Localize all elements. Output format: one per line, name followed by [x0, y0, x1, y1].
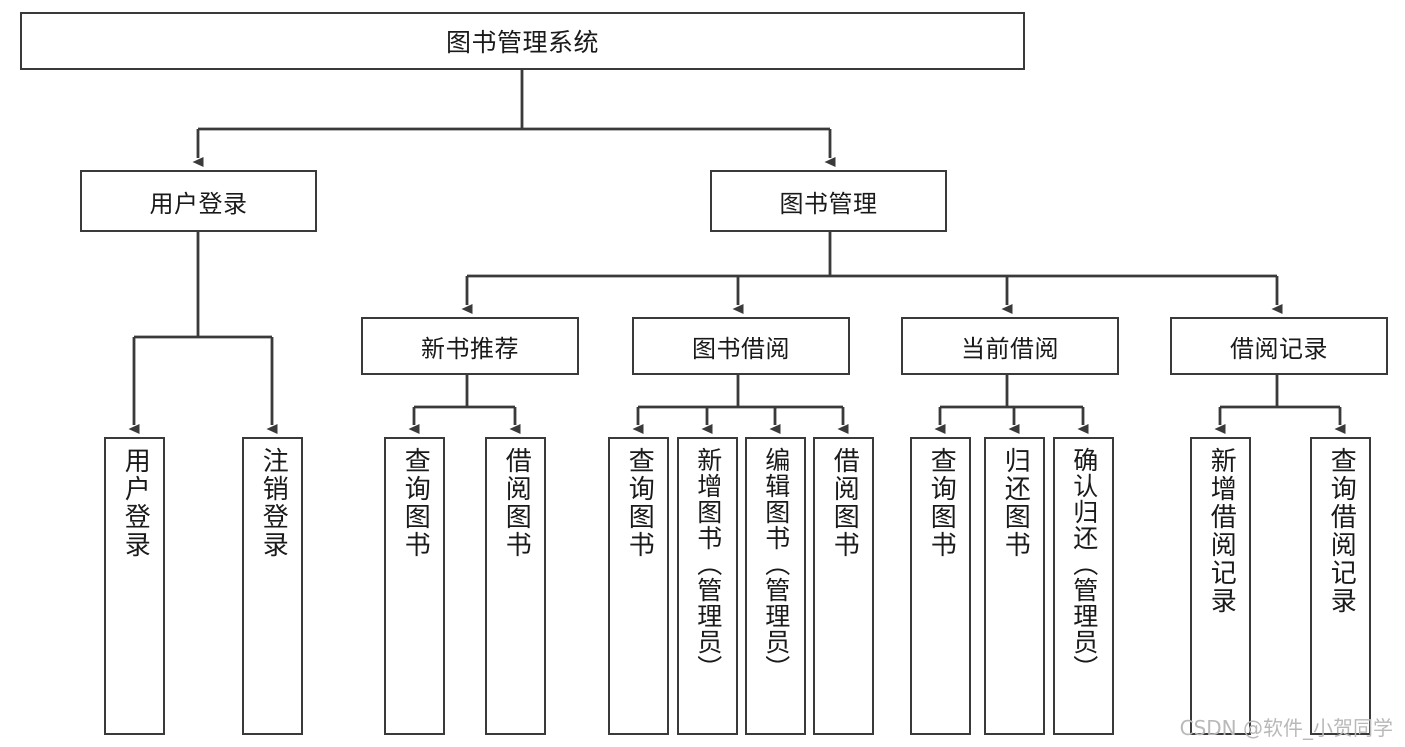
watermark: CSDN @软件_小贺同学 [1179, 716, 1393, 740]
node-current-borrow-label: 当前借阅 [961, 334, 1059, 363]
node-book-management[interactable]: 图书管理 [710, 170, 947, 232]
leaf-query-borrow-record[interactable]: 查询借阅记录 [1310, 437, 1371, 735]
leaf-edit-book-admin-label: 编辑图书（管理员） [761, 447, 791, 681]
node-borrow-record-label: 借阅记录 [1230, 334, 1328, 363]
leaf-borrow-book-recommend[interactable]: 借阅图书 [485, 437, 546, 735]
leaf-query-book-borrow-label: 查询图书 [624, 447, 655, 559]
leaf-borrow-book-recommend-label: 借阅图书 [501, 447, 532, 559]
leaf-add-borrow-record-label: 新增借阅记录 [1206, 447, 1237, 615]
leaf-user-login[interactable]: 用户登录 [104, 437, 165, 735]
node-current-borrow[interactable]: 当前借阅 [901, 317, 1119, 375]
leaf-edit-book-admin[interactable]: 编辑图书（管理员） [745, 437, 806, 735]
leaf-query-book-recommend[interactable]: 查询图书 [384, 437, 445, 735]
leaf-query-book-recommend-label: 查询图书 [400, 447, 431, 559]
leaf-confirm-return-admin-label: 确认归还（管理员） [1069, 447, 1099, 681]
leaf-logout-label: 注销登录 [258, 447, 289, 559]
node-book-borrow-label: 图书借阅 [692, 334, 790, 363]
leaf-query-book-current[interactable]: 查询图书 [910, 437, 971, 735]
leaf-query-borrow-record-label: 查询借阅记录 [1326, 447, 1357, 615]
node-root[interactable]: 图书管理系统 [20, 12, 1025, 70]
node-book-management-label: 图书管理 [779, 189, 878, 218]
node-book-borrow[interactable]: 图书借阅 [632, 317, 850, 375]
node-user-login-label: 用户登录 [149, 189, 248, 218]
node-user-login[interactable]: 用户登录 [80, 170, 317, 232]
leaf-query-book-borrow[interactable]: 查询图书 [608, 437, 669, 735]
leaf-user-login-label: 用户登录 [120, 447, 151, 559]
leaf-add-borrow-record[interactable]: 新增借阅记录 [1190, 437, 1251, 735]
leaf-add-book-admin[interactable]: 新增图书（管理员） [677, 437, 738, 735]
leaf-return-book[interactable]: 归还图书 [984, 437, 1045, 735]
leaf-logout[interactable]: 注销登录 [242, 437, 303, 735]
leaf-return-book-label: 归还图书 [1000, 447, 1031, 559]
node-new-book-recommend-label: 新书推荐 [421, 334, 519, 363]
node-root-label: 图书管理系统 [445, 28, 599, 57]
leaf-borrow-book[interactable]: 借阅图书 [813, 437, 874, 735]
leaf-query-book-current-label: 查询图书 [926, 447, 957, 559]
node-borrow-record[interactable]: 借阅记录 [1170, 317, 1388, 375]
leaf-confirm-return-admin[interactable]: 确认归还（管理员） [1053, 437, 1114, 735]
leaf-add-book-admin-label: 新增图书（管理员） [693, 447, 723, 681]
node-new-book-recommend[interactable]: 新书推荐 [361, 317, 579, 375]
leaf-borrow-book-label: 借阅图书 [829, 447, 860, 559]
